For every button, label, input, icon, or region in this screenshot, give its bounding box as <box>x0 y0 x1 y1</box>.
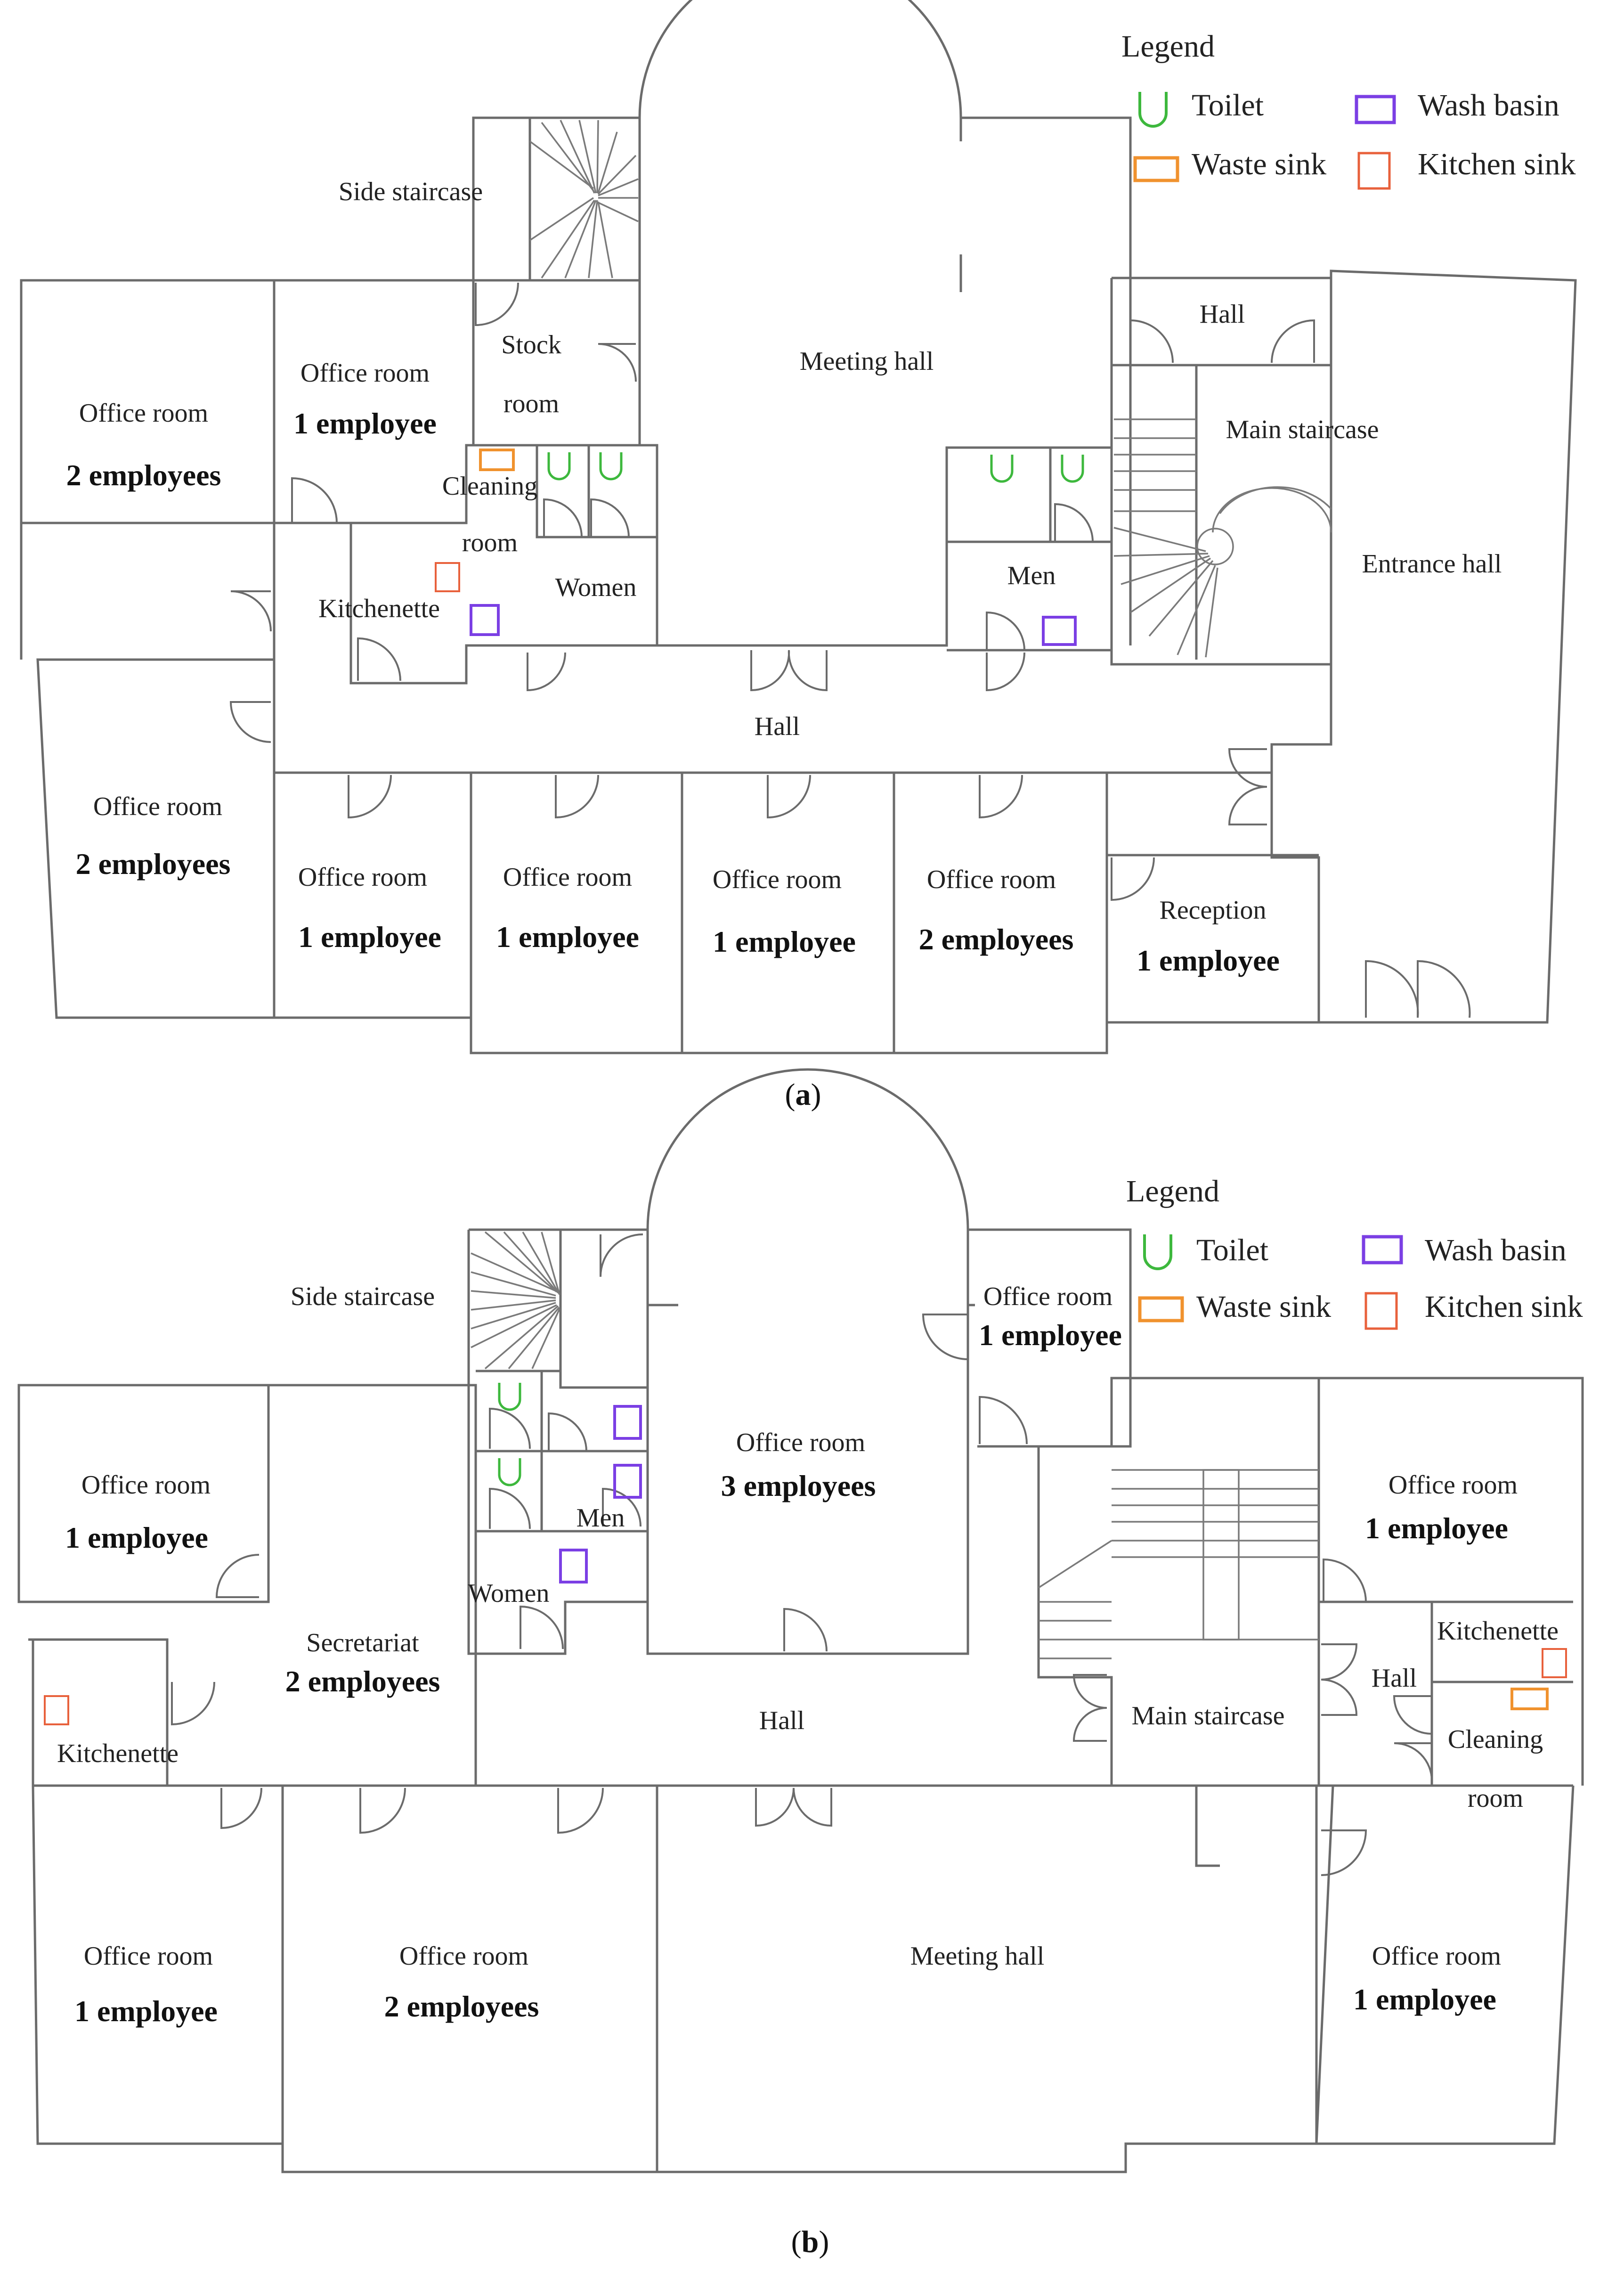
legend-label: Toilet <box>1192 88 1264 122</box>
room-label: room <box>503 389 559 418</box>
occupancy-label: 1 employee <box>1365 1511 1508 1545</box>
waste-sink-icon <box>1133 156 1179 182</box>
wash-basin-icon <box>1042 616 1077 646</box>
occupancy-label: 3 employees <box>721 1469 876 1502</box>
room-label: Women <box>468 1579 550 1608</box>
floor-plan-b: Side staircase Office room 1 employee Of… <box>17 1068 1584 2259</box>
room-label: Secretariat <box>306 1628 419 1657</box>
room-label: Office room <box>927 865 1056 894</box>
room-label: Cleaning <box>442 472 537 501</box>
room-label: Reception <box>1159 896 1266 925</box>
waste-sink-icon <box>1510 1688 1549 1710</box>
room-label: Office room <box>300 359 430 388</box>
toilet-icon <box>547 452 571 481</box>
room-label: Office room <box>84 1942 213 1971</box>
wash-basin-icon <box>470 604 500 636</box>
occupancy-label: 2 employees <box>285 1665 440 1698</box>
toilet-icon <box>1143 1234 1172 1270</box>
legend-label: Wash basin <box>1418 88 1559 122</box>
legend-title: Legend <box>1126 1174 1219 1208</box>
room-label: Office room <box>81 1470 211 1500</box>
kitchen-sink-icon <box>1364 1292 1398 1330</box>
caption-letter: b <box>802 2225 819 2259</box>
occupancy-label: 2 employees <box>76 847 231 881</box>
room-label: Meeting hall <box>910 1942 1045 1971</box>
occupancy-label: 1 employee <box>1137 944 1280 977</box>
wash-basin-icon <box>559 1549 588 1583</box>
room-label: Office room <box>983 1282 1112 1311</box>
kitchen-sink-icon <box>1357 152 1391 190</box>
occupancy-label: 1 employee <box>293 407 437 440</box>
room-label: Hall <box>759 1706 804 1735</box>
kitchen-sink-icon <box>1542 1648 1567 1678</box>
caption-a: (a) <box>785 1077 821 1112</box>
occupancy-label: 1 employee <box>74 1994 218 2028</box>
room-label: Office room <box>736 1428 865 1457</box>
room-label: Side staircase <box>339 177 483 206</box>
caption-letter: a <box>796 1077 811 1112</box>
room-label: Hall <box>1372 1664 1417 1693</box>
occupancy-label: 1 employee <box>65 1521 208 1554</box>
room-label: Office room <box>93 792 222 821</box>
wash-basin-icon <box>613 1464 642 1499</box>
floor-plan-a: Side staircase Office room 2 employees O… <box>20 0 1577 1112</box>
room-label: room <box>1468 1784 1523 1813</box>
waste-sink-icon <box>1138 1296 1184 1322</box>
room-label: Office room <box>399 1942 528 1971</box>
room-label: Men <box>577 1503 625 1533</box>
legend-title: Legend <box>1121 29 1215 64</box>
legend-label: Kitchen sink <box>1418 147 1575 181</box>
waste-sink-icon <box>479 449 515 471</box>
occupancy-label: 1 employee <box>713 925 856 958</box>
room-label: Stock <box>501 330 561 359</box>
occupancy-label: 1 employee <box>298 920 441 954</box>
legend-label: Waste sink <box>1196 1290 1331 1324</box>
toilet-icon <box>498 1383 521 1411</box>
toilet-icon <box>990 455 1014 483</box>
legend-label: Kitchen sink <box>1425 1290 1583 1324</box>
caption-b: (b) <box>791 2225 829 2259</box>
room-label: Men <box>1007 561 1056 590</box>
toilet-icon <box>599 452 623 481</box>
toilet-icon <box>498 1458 521 1486</box>
occupancy-label: 1 employee <box>1353 1983 1496 2016</box>
room-label: Main staircase <box>1132 1701 1285 1730</box>
room-label: Kitchenette <box>1437 1616 1559 1646</box>
toilet-icon <box>1061 455 1084 483</box>
room-label: Entrance hall <box>1362 549 1502 579</box>
kitchen-sink-icon <box>44 1695 69 1725</box>
room-label: Kitchenette <box>57 1739 179 1768</box>
occupancy-label: 2 employees <box>919 922 1074 956</box>
legend-label: Wash basin <box>1425 1233 1567 1267</box>
wash-basin-icon <box>1355 95 1396 124</box>
room-label: room <box>462 528 518 557</box>
room-label: Hall <box>1200 300 1245 329</box>
wash-basin-icon <box>613 1405 642 1440</box>
wash-basin-icon <box>1362 1235 1403 1265</box>
room-label: Women <box>555 573 637 602</box>
legend-label: Toilet <box>1196 1233 1268 1267</box>
room-label: Office room <box>503 863 632 892</box>
room-label: Main staircase <box>1226 415 1379 444</box>
room-label: Office room <box>1389 1470 1518 1500</box>
room-label: Office room <box>79 399 208 428</box>
kitchen-sink-icon <box>435 562 460 592</box>
occupancy-label: 2 employees <box>384 1990 539 2023</box>
occupancy-label: 1 employee <box>496 920 639 954</box>
toilet-icon <box>1138 92 1168 128</box>
room-label: Office room <box>298 863 427 892</box>
room-label: Meeting hall <box>800 347 934 376</box>
room-label: Kitchenette <box>318 594 440 623</box>
occupancy-label: 1 employee <box>979 1318 1122 1352</box>
room-label: Cleaning <box>1448 1725 1543 1754</box>
legend-label: Waste sink <box>1192 147 1326 181</box>
room-label: Office room <box>1372 1942 1501 1971</box>
room-label: Office room <box>713 865 842 894</box>
room-label: Side staircase <box>291 1282 435 1311</box>
occupancy-label: 2 employees <box>66 458 221 492</box>
room-label: Hall <box>755 712 800 741</box>
